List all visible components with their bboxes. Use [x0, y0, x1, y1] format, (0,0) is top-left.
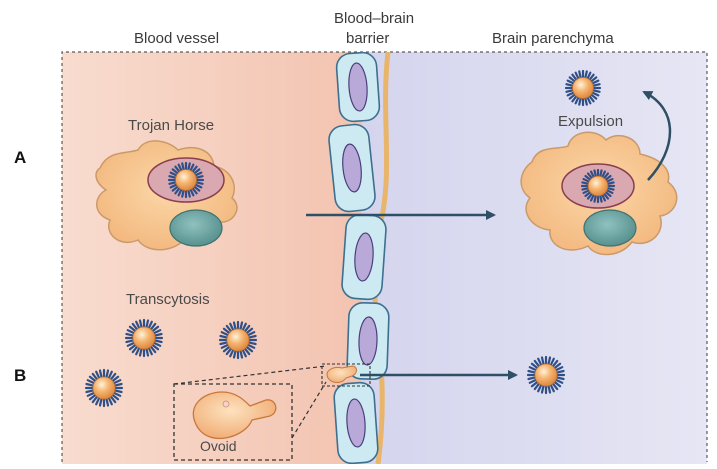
label-expulsion: Expulsion [558, 113, 623, 130]
row-label-b: B [14, 366, 26, 386]
label-ovoid: Ovoid [200, 438, 237, 454]
header-blood-brain-barrier-line2: barrier [346, 30, 389, 48]
endothelial-cell [333, 382, 378, 464]
cell-nucleus [584, 210, 636, 246]
brain-parenchyma-region [362, 52, 707, 464]
header-brain-parenchyma: Brain parenchyma [492, 30, 614, 48]
endothelial-cell [341, 214, 387, 301]
header-blood-brain-barrier-line1: Blood–brain [334, 10, 414, 28]
label-trojan-horse: Trojan Horse [128, 117, 214, 134]
row-label-a: A [14, 148, 26, 168]
label-transcytosis: Transcytosis [126, 291, 210, 308]
endothelial-cell [336, 52, 381, 123]
endothelial-cell [328, 123, 377, 213]
header-blood-vessel: Blood vessel [134, 30, 219, 48]
cell-nucleus [170, 210, 222, 246]
